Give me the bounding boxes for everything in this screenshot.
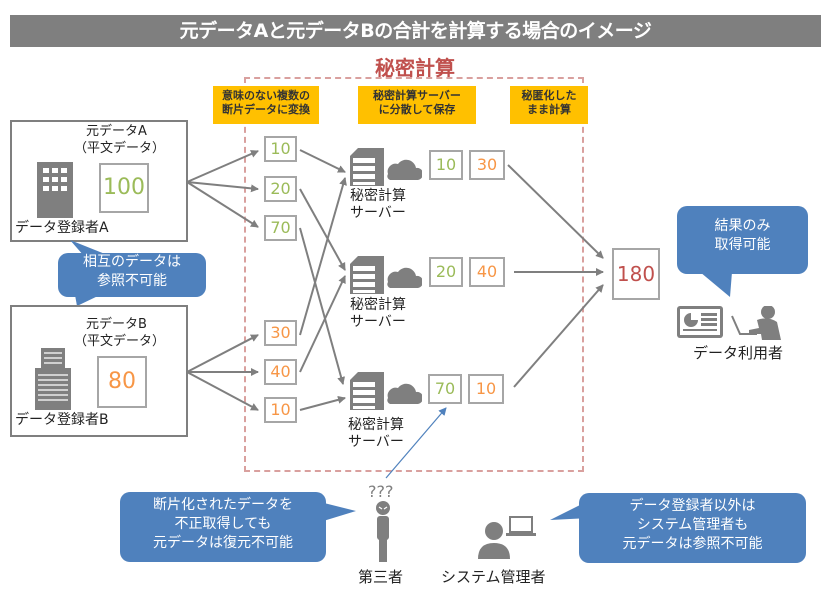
arrow-frag-a2-server2 bbox=[299, 188, 346, 271]
arrow-b-frag3 bbox=[186, 371, 259, 411]
step-line1: 秘匿化した bbox=[521, 89, 577, 102]
factory-icon bbox=[35, 348, 71, 410]
third-party-icon bbox=[376, 501, 390, 562]
data-b-title: 元データB bbox=[86, 317, 147, 332]
server-1-label2: サーバー bbox=[350, 205, 406, 221]
bubble-line2: 取得可能 bbox=[714, 237, 771, 253]
data-user-name: データ利用者 bbox=[693, 344, 784, 362]
arrow-server1-result bbox=[507, 164, 604, 259]
step-line1: 秘密計算サーバー bbox=[373, 89, 461, 102]
bubble-line2: システム管理者も bbox=[636, 517, 749, 533]
secure-server-1 bbox=[350, 148, 424, 190]
bubble-tail bbox=[70, 240, 110, 256]
bubble-line1: 結果のみ bbox=[714, 218, 771, 234]
fragment-b-2: 40 bbox=[264, 359, 297, 385]
server-2-label2: サーバー bbox=[350, 314, 406, 330]
arrow-a-frag3 bbox=[186, 181, 259, 228]
fragment-a-2: 20 bbox=[264, 176, 297, 202]
plaintext-value-a: 100 bbox=[103, 175, 145, 200]
data-b-subtitle: （平文データ） bbox=[74, 334, 166, 349]
third-party-name: 第三者 bbox=[358, 568, 404, 586]
bubble-tail bbox=[75, 295, 100, 306]
bubble-line1: 相互のデータは bbox=[83, 254, 181, 270]
third-party-question-marks: ??? bbox=[368, 482, 394, 501]
secure-server-3 bbox=[350, 372, 424, 414]
arrow-b-frag1 bbox=[186, 334, 259, 373]
secure-computation-label: 秘密計算 bbox=[375, 56, 455, 80]
title-bar: 元データAと元データBの合計を計算する場合のイメージ bbox=[10, 15, 821, 47]
fragment-a-3: 70 bbox=[264, 215, 297, 241]
step-label-compute: 秘匿化した まま計算 bbox=[510, 86, 588, 124]
data-user-icon bbox=[677, 306, 781, 340]
arrow-a-frag2 bbox=[186, 181, 259, 193]
server-1-share-a: 10 bbox=[429, 150, 463, 180]
mutual-access-bubble: 相互のデータは 参照不可能 bbox=[58, 253, 206, 297]
server-3-label1: 秘密計算 bbox=[348, 417, 404, 433]
secure-server-2 bbox=[350, 256, 424, 298]
admin-bubble: データ登録者以外は システム管理者も 元データは参照不可能 bbox=[579, 493, 806, 563]
result-value: 180 bbox=[616, 262, 656, 286]
arrow-third-party-attack bbox=[385, 407, 447, 479]
bubble-line2: 参照不可能 bbox=[97, 273, 167, 289]
step-label-fragment: 意味のない複数の 断片データに変換 bbox=[213, 86, 319, 124]
server-cloud-icon bbox=[350, 372, 424, 410]
step-line2: まま計算 bbox=[527, 103, 571, 116]
step-line2: に分散して保存 bbox=[378, 103, 456, 116]
plaintext-doc-a: 100 bbox=[99, 163, 149, 213]
server-2-share-a: 20 bbox=[429, 257, 463, 287]
server-3-share-b: 10 bbox=[468, 374, 504, 404]
server-2-label1: 秘密計算 bbox=[350, 297, 406, 313]
registrant-a-name: データ登録者A bbox=[15, 220, 109, 236]
third-party-bubble: 断片化されたデータを 不正取得しても 元データは復元不可能 bbox=[120, 492, 326, 562]
bubble-line3: 元データは参照不可能 bbox=[622, 536, 763, 552]
bubble-line2: 不正取得しても bbox=[174, 516, 272, 532]
server-cloud-icon bbox=[350, 148, 424, 186]
arrow-frag-b2-server2 bbox=[299, 275, 346, 373]
fragment-b-3: 10 bbox=[264, 397, 297, 423]
server-cloud-icon bbox=[350, 256, 424, 294]
step-line1: 意味のない複数の bbox=[222, 89, 310, 102]
bubble-tail bbox=[320, 502, 356, 522]
step-line2: 断片データに変換 bbox=[222, 103, 310, 116]
fragment-a-1: 10 bbox=[264, 136, 297, 162]
result-only-bubble: 結果のみ 取得可能 bbox=[677, 206, 808, 274]
server-1-share-b: 30 bbox=[469, 150, 505, 180]
bubble-line1: 断片化されたデータを bbox=[153, 497, 293, 513]
step-label-distribute: 秘密計算サーバー に分散して保存 bbox=[358, 86, 476, 124]
system-admin-name: システム管理者 bbox=[441, 568, 546, 586]
plaintext-doc-b: 80 bbox=[97, 356, 147, 408]
server-3-label2: サーバー bbox=[348, 434, 404, 450]
plaintext-value-b: 80 bbox=[108, 369, 136, 394]
arrow-a-frag1 bbox=[186, 150, 259, 183]
server-2-share-b: 40 bbox=[469, 257, 505, 287]
arrow-server3-result bbox=[513, 284, 604, 388]
arrow-frag-b3-server3 bbox=[299, 395, 346, 411]
data-a-title: 元データA bbox=[86, 124, 147, 139]
arrow-frag-a3-server3 bbox=[299, 227, 345, 385]
building-icon bbox=[37, 162, 73, 218]
fragment-b-1: 30 bbox=[264, 320, 297, 346]
arrow-frag-a1-server1 bbox=[299, 149, 346, 173]
bubble-line3: 元データは復元不可能 bbox=[153, 535, 293, 551]
server-1-label1: 秘密計算 bbox=[350, 188, 406, 204]
result-doc: 180 bbox=[612, 248, 660, 300]
registrant-b-name: データ登録者B bbox=[15, 412, 109, 428]
arrow-frag-b1-server1 bbox=[299, 177, 347, 336]
bubble-tail bbox=[700, 272, 732, 297]
bubble-line1: データ登録者以外は bbox=[629, 498, 756, 514]
server-3-share-a: 70 bbox=[428, 374, 462, 404]
data-a-subtitle: （平文データ） bbox=[74, 141, 166, 156]
system-admin-icon bbox=[478, 516, 536, 559]
secure-computation-area bbox=[244, 77, 584, 472]
